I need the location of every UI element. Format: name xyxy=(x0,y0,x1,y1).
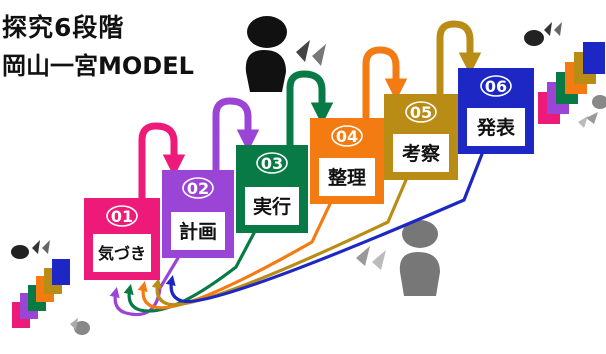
step-02: 02 計画 xyxy=(162,170,234,258)
step-number-01: 01 xyxy=(111,207,133,226)
step-label-01: 気づき xyxy=(98,244,146,263)
person-silhouette-center xyxy=(356,220,440,296)
return-arrow-03 xyxy=(123,231,256,313)
step-label-panel-04 xyxy=(319,158,375,196)
step-label-panel-01 xyxy=(93,234,151,272)
step-03: 03 実行 xyxy=(236,145,308,233)
loop-arrow-01 xyxy=(138,122,186,198)
step-label-panel-02 xyxy=(171,212,225,250)
right-block-stack xyxy=(538,42,605,124)
loop-arrow-04 xyxy=(362,46,408,118)
step-label-03: 実行 xyxy=(253,195,291,218)
person-silhouette-small-left xyxy=(11,240,50,259)
step-number-ring-05 xyxy=(405,101,437,123)
step-number-02: 02 xyxy=(187,179,209,198)
steps: 01 気づき 02 計画 03 実行 04 整理 05 考察 06 発表 xyxy=(84,68,534,280)
loop-arrow-03 xyxy=(286,70,334,145)
left-block-stack xyxy=(12,259,70,328)
step-label-panel-06 xyxy=(467,108,525,146)
step-number-ring-01 xyxy=(106,205,138,227)
step-label-06: 発表 xyxy=(476,116,516,139)
step-label-panel-05 xyxy=(393,134,449,172)
loop-arrow-05 xyxy=(436,20,482,94)
loop-arrow-02 xyxy=(212,97,260,170)
step-label-02: 計画 xyxy=(179,220,217,243)
return-arrows xyxy=(109,152,484,317)
step-number-ring-04 xyxy=(331,125,363,147)
step-label-panel-03 xyxy=(245,187,299,225)
step-number-ring-06 xyxy=(480,75,512,97)
step-number-05: 05 xyxy=(410,103,432,122)
person-silhouette-top xyxy=(245,16,326,92)
step-label-04: 整理 xyxy=(328,166,366,189)
step-05: 05 考察 xyxy=(384,94,458,180)
step-number-03: 03 xyxy=(261,154,283,173)
title-line-1: 探究6段階 xyxy=(2,13,125,42)
return-arrow-04 xyxy=(137,202,332,310)
step-06: 06 発表 xyxy=(458,68,534,154)
step-number-ring-03 xyxy=(256,152,288,174)
step-number-04: 04 xyxy=(336,127,358,146)
title-line-2: 岡山一宮MODEL xyxy=(2,52,194,80)
step-number-06: 06 xyxy=(485,77,507,96)
step-01: 01 気づき xyxy=(84,198,160,280)
loop-arrows xyxy=(138,20,482,198)
step-04: 04 整理 xyxy=(310,118,384,204)
step-label-05: 考察 xyxy=(402,142,441,165)
return-arrow-02 xyxy=(109,256,180,317)
return-arrow-06 xyxy=(165,152,484,304)
person-silhouette-small-right xyxy=(524,22,562,46)
step-number-ring-02 xyxy=(182,177,214,199)
person-silhouette-bottom-left xyxy=(70,318,90,335)
person-silhouette-edge-right xyxy=(578,95,606,128)
